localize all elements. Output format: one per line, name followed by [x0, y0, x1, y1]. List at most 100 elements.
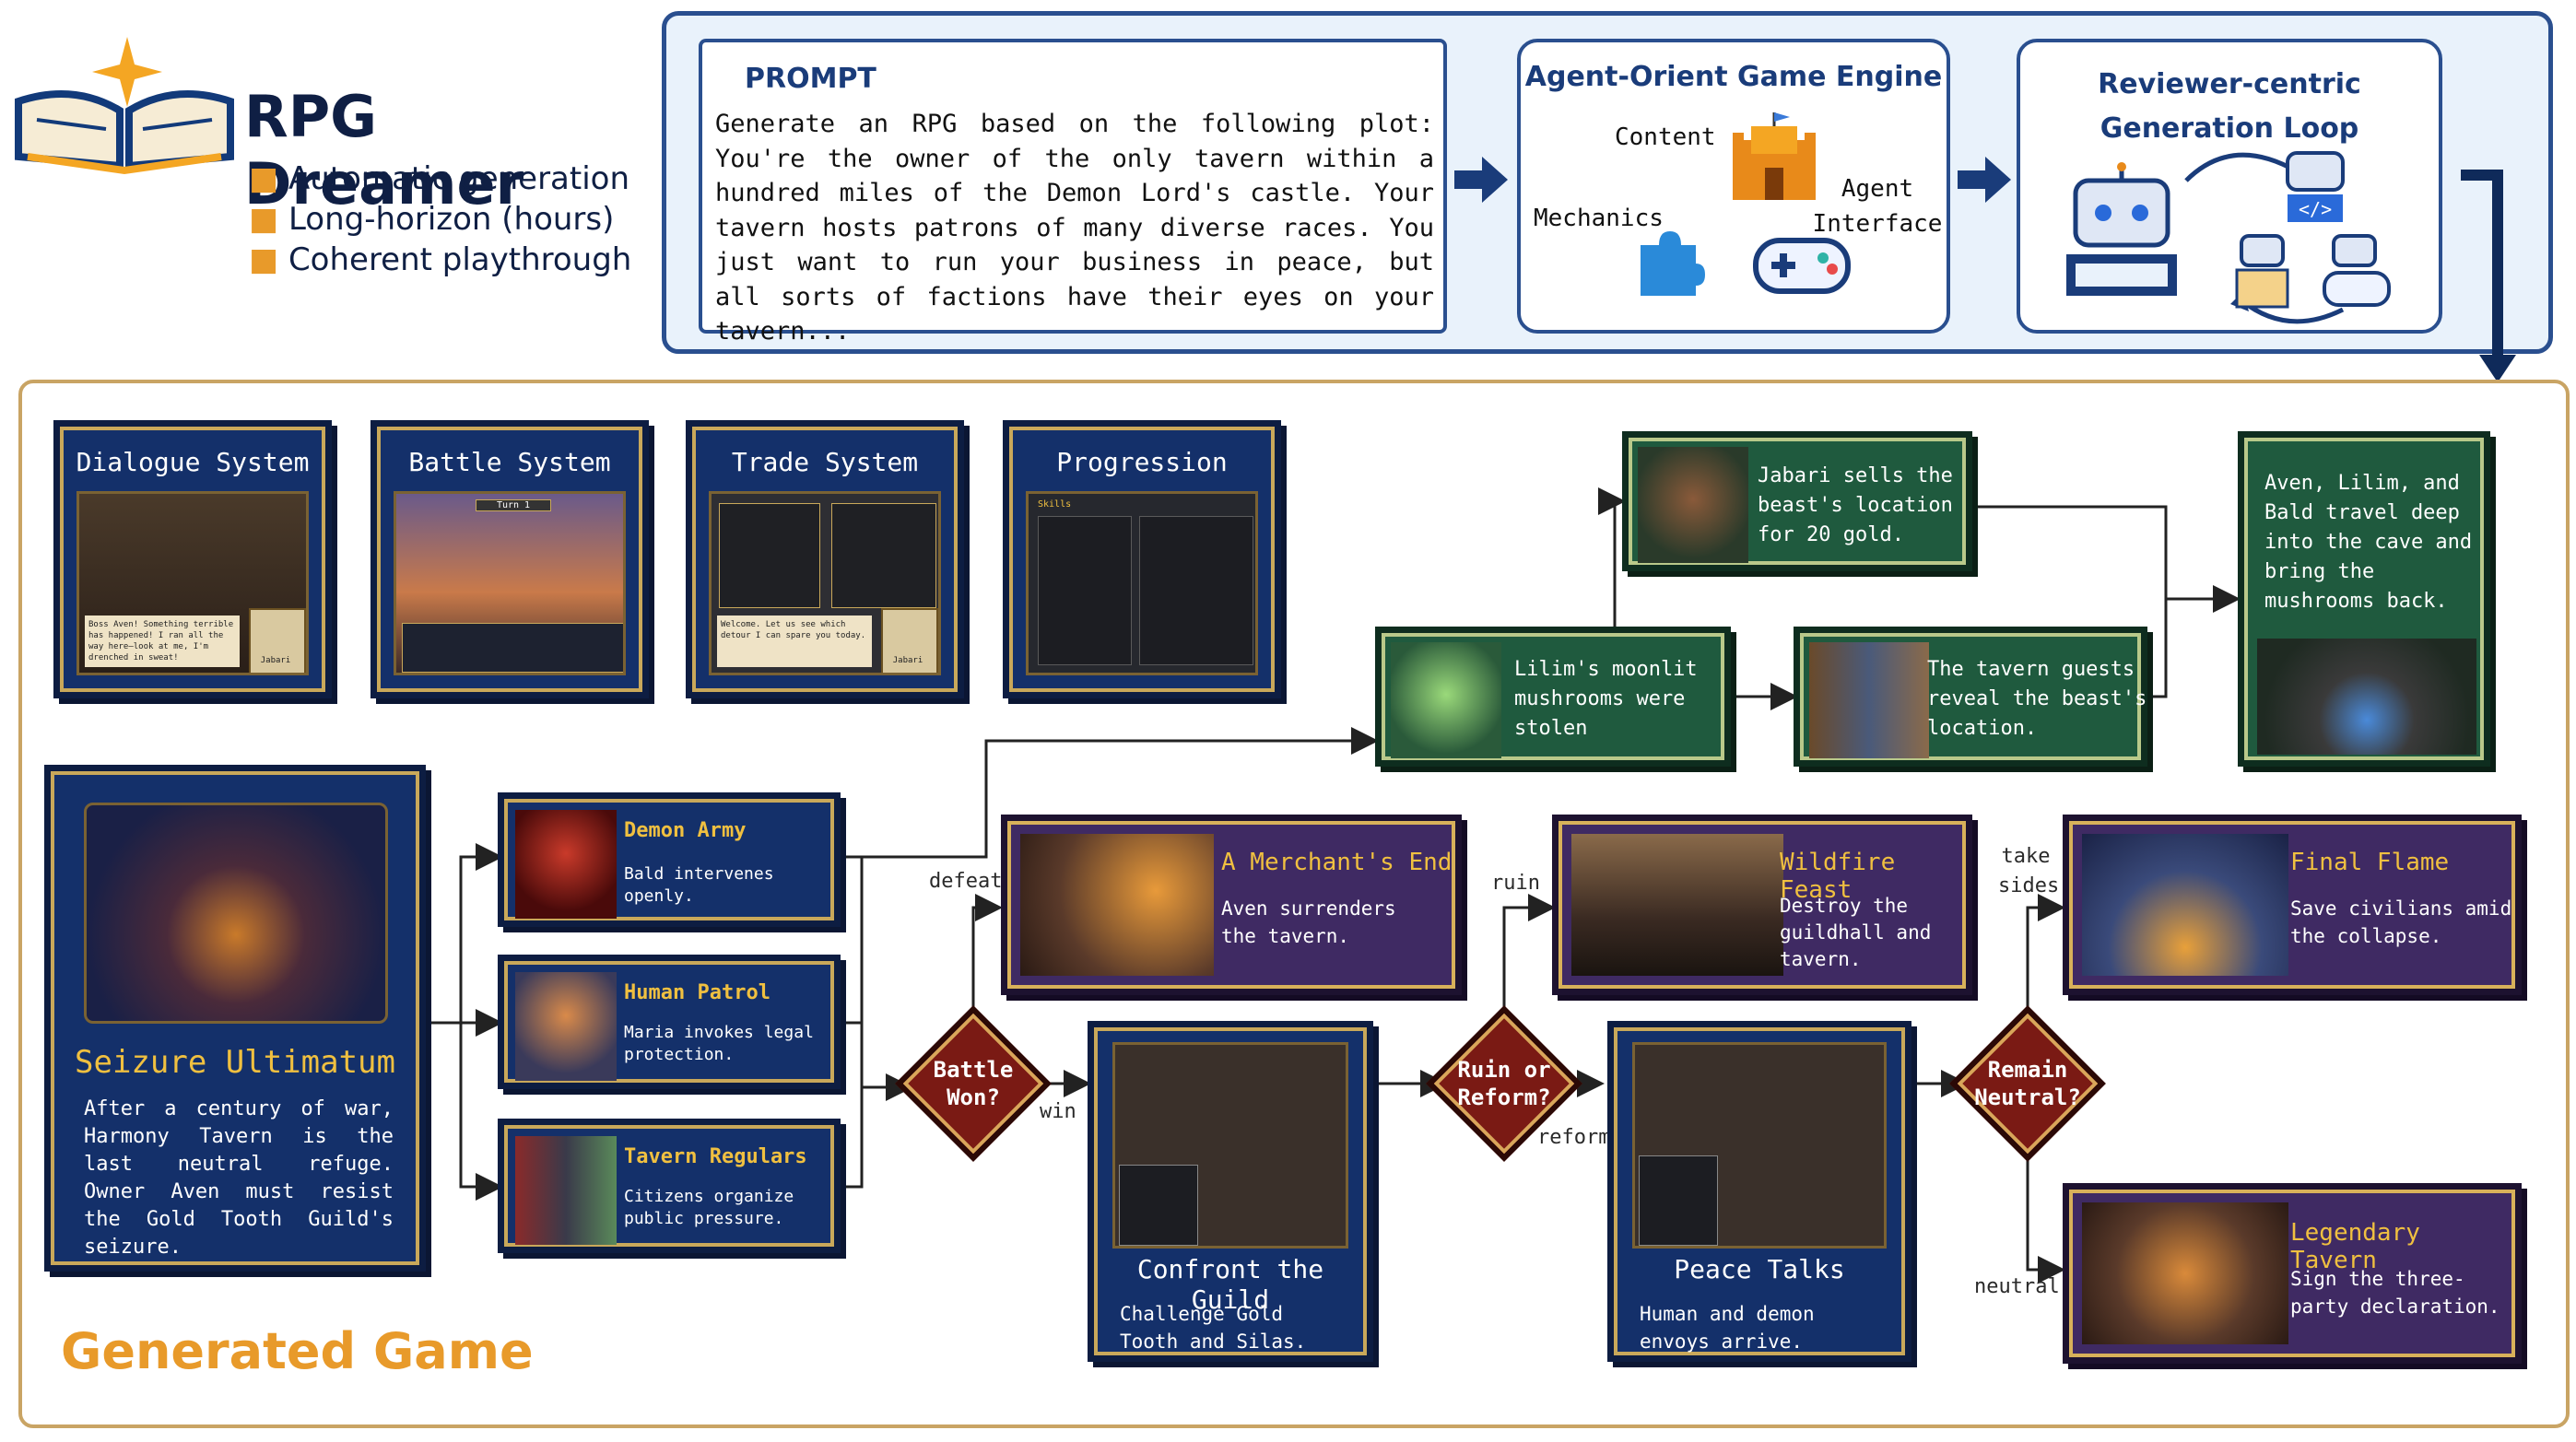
- dialogue-system-card: Dialogue System Boss Aven! Something ter…: [53, 420, 332, 698]
- feature-item: ■ Long-horizon (hours): [249, 201, 615, 238]
- node-text: Human and demon envoys arrive.: [1640, 1303, 1815, 1353]
- engine-content-label: Content: [1615, 123, 1716, 151]
- final-flame-node: Final Flame Save civilians amid the coll…: [2063, 815, 2522, 995]
- node-title: Demon Army: [624, 819, 747, 842]
- edge-label-neutral: neutral: [1974, 1275, 2060, 1298]
- confront-guild-node: Confront the Guild Challenge Gold Tooth …: [1088, 1021, 1373, 1362]
- node-title: Seizure Ultimatum: [75, 1044, 395, 1081]
- puzzle-icon: [1641, 231, 1705, 296]
- lilim-portrait: [1391, 642, 1501, 758]
- node-text: Aven, Lilim, and Bald travel deep into t…: [2264, 472, 2473, 613]
- card-title: Trade System: [731, 447, 919, 477]
- logo-area: RPG Dreamer: [9, 28, 654, 217]
- node-text: Destroy the guildhall and tavern.: [1780, 895, 1932, 970]
- node-text: Jabari sells the beast's location for 20…: [1758, 464, 1953, 546]
- skill-detail: [1139, 516, 1253, 665]
- prompt-text: Generate an RPG based on the following p…: [715, 110, 1434, 346]
- svg-text:</>: </>: [2299, 198, 2332, 220]
- merchants-end-node: A Merchant's End Aven surrenders the tav…: [1001, 815, 1462, 995]
- guild-map-screenshot: [1112, 1042, 1348, 1249]
- gamepad-icon: [1753, 238, 1851, 294]
- seizure-ultimatum-node: Seizure Ultimatum After a century of war…: [44, 765, 426, 1272]
- engine-mechanics-label: Mechanics: [1534, 205, 1664, 232]
- engine-box: Agent-Orient Game Engine Content Mechani…: [1517, 39, 1950, 334]
- peace-map-screenshot: [1632, 1042, 1887, 1249]
- trade-system-card: Trade System Welcome. Let us see which d…: [686, 420, 964, 698]
- node-text: Bald intervenes openly.: [624, 864, 774, 906]
- trade-screenshot: Welcome. Let us see which detour I can s…: [709, 491, 941, 675]
- feature-list: ■ Automatic generation ■ Long-horizon (h…: [249, 158, 654, 280]
- castle-icon: [1733, 112, 1816, 200]
- speaker-portrait: [249, 608, 306, 673]
- node-text: Aven surrenders the tavern.: [1221, 897, 1396, 947]
- reviewer-robots-icon: [2235, 234, 2391, 309]
- card-title: Dialogue System: [76, 447, 310, 477]
- engine-title: Agent-Orient Game Engine: [1524, 61, 1943, 93]
- speaker-name: Jabari: [892, 656, 923, 665]
- regulars-portrait: [515, 1136, 617, 1245]
- edge-label-win: win: [1040, 1100, 1076, 1123]
- node-title: Confront the Guild: [1136, 1254, 1324, 1315]
- status-panel: [1639, 1155, 1718, 1246]
- dialogue-caption: Boss Aven! Something terrible has happen…: [85, 615, 240, 667]
- game-panel-label: Generated Game: [61, 1322, 534, 1380]
- trade-caption: Welcome. Let us see which detour I can s…: [717, 615, 872, 667]
- arrow-down-icon: [2461, 170, 2516, 382]
- progression-screenshot: Skills: [1026, 491, 1258, 675]
- node-text: Lilim's moonlit mushrooms were stolen: [1514, 658, 1698, 740]
- node-text: After a century of war, Harmony Tavern i…: [84, 1097, 394, 1259]
- edge-label-reform: reform: [1537, 1126, 1611, 1149]
- speaker-name: Jabari: [260, 656, 291, 665]
- coder-robot-icon: </>: [2286, 151, 2345, 222]
- app-title: RPG Dreamer: [244, 83, 524, 217]
- peace-talks-node: Peace Talks Human and demon envoys arriv…: [1607, 1021, 1911, 1362]
- decision-label: Battle Won?: [933, 1057, 1014, 1110]
- cave-party-image: [2257, 639, 2476, 755]
- arrow-right-icon: [1454, 157, 1508, 203]
- battle-screenshot: Turn 1: [394, 491, 626, 675]
- prompt-label: PROMPT: [745, 63, 876, 95]
- battle-menu: [402, 623, 623, 673]
- node-title: Legendary Tavern: [2290, 1219, 2420, 1274]
- arrow-right-icon: [1958, 157, 2011, 203]
- dialogue-screenshot: Boss Aven! Something terrible has happen…: [76, 491, 309, 675]
- final-flame-image: [2082, 834, 2288, 976]
- maria-portrait: [515, 972, 617, 1081]
- node-text: The tavern guests reveal the beast's loc…: [1927, 658, 2147, 740]
- node-title: Human Patrol: [624, 981, 770, 1004]
- feature-item: ■ Coherent playthrough: [249, 241, 632, 278]
- edge-label-ruin: ruin: [1491, 872, 1540, 895]
- node-text: Sign the three-party declaration.: [2290, 1268, 2500, 1318]
- demon-portrait: [515, 810, 617, 919]
- node-text: Citizens organize public pressure.: [624, 1187, 794, 1228]
- turn-indicator: Turn 1: [476, 499, 551, 511]
- tavern-night-image: [84, 803, 388, 1024]
- shop-list: [719, 503, 820, 608]
- robot-icon: [2066, 162, 2177, 296]
- tavern-regulars-node: Tavern Regulars Citizens organize public…: [498, 1119, 841, 1253]
- battle-system-card: Battle System Turn 1: [371, 420, 649, 698]
- lilim-node: Lilim's moonlit mushrooms were stolen: [1375, 627, 1731, 767]
- node-title: Tavern Regulars: [624, 1145, 807, 1168]
- guests-portrait: [1809, 642, 1929, 758]
- reviewer-title: Reviewer-centric Generation Loop: [2098, 68, 2361, 145]
- feature-item: ■ Automatic generation: [249, 160, 630, 197]
- node-title: Peace Talks: [1674, 1254, 1845, 1284]
- merchants-end-image: [1020, 834, 1214, 976]
- node-text: Maria invokes legal protection.: [624, 1023, 814, 1064]
- node-title: A Merchant's End: [1221, 849, 1453, 876]
- cave-travel-node: Aven, Lilim, and Bald travel deep into t…: [2238, 431, 2490, 767]
- inventory-list: [831, 503, 936, 608]
- edge-label-defeat: defeat: [929, 870, 1003, 893]
- guests-node: The tavern guests reveal the beast's loc…: [1794, 627, 2147, 767]
- edge-label-take-sides: take sides: [1998, 845, 2060, 897]
- jabari-node: Jabari sells the beast's location for 20…: [1622, 431, 1972, 571]
- reviewer-box: Reviewer-centric Generation Loop </>: [2017, 39, 2442, 334]
- decision-label: Remain Neutral?: [1974, 1057, 2081, 1110]
- wildfire-feast-node: Wildfire Feast Destroy the guildhall and…: [1552, 815, 1972, 995]
- progression-card: Progression Skills: [1003, 420, 1281, 698]
- status-panel: [1119, 1165, 1198, 1246]
- node-text: Save civilians amid the collapse.: [2290, 897, 2512, 947]
- card-title: Battle System: [408, 447, 611, 477]
